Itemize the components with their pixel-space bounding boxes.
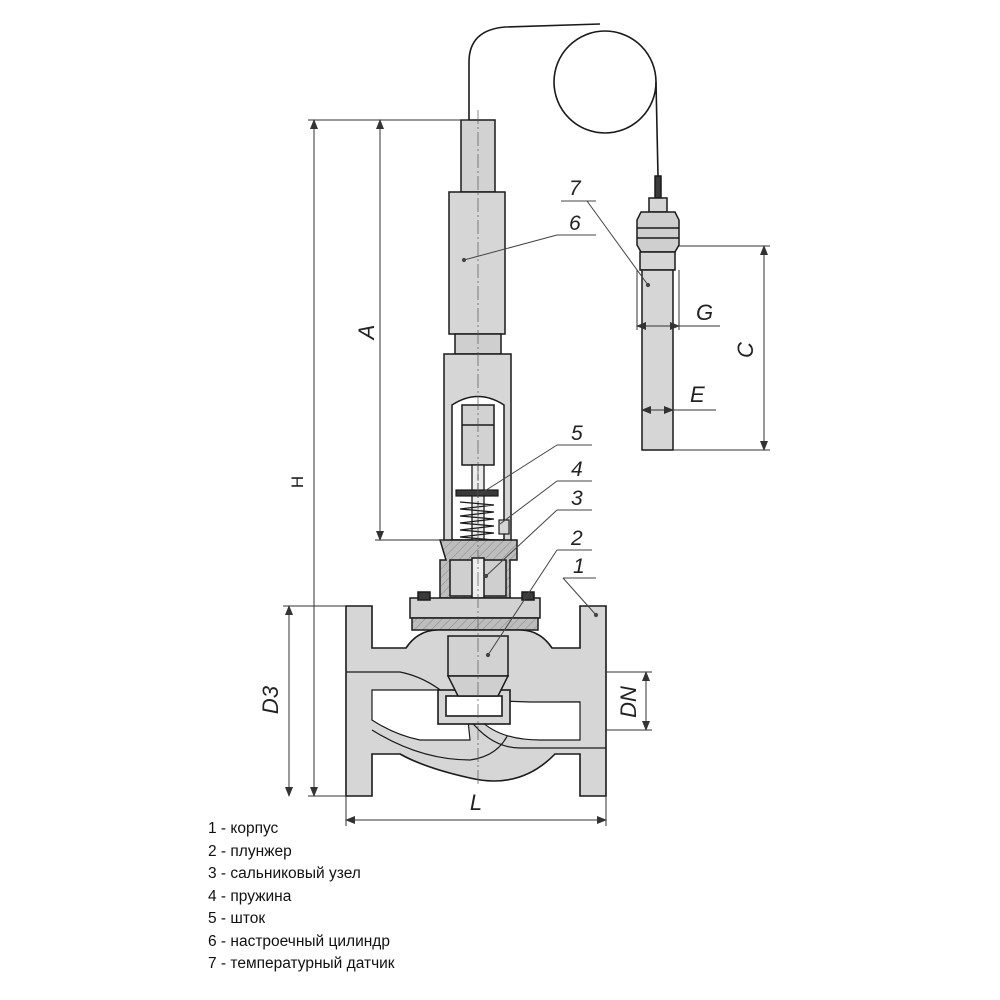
callout-4: 4 <box>571 458 583 481</box>
legend-item: 3 - сальниковый узел <box>208 865 361 882</box>
callout-3: 3 <box>571 487 583 510</box>
legend-item: 7 - температурный датчик <box>208 955 395 972</box>
callout-7: 7 <box>569 177 582 200</box>
dimension-lines <box>283 119 770 826</box>
temperature-sensor <box>636 175 680 451</box>
callout-1: 1 <box>573 555 585 578</box>
legend-item: 5 - шток <box>208 910 266 927</box>
legend-item: 2 - плунжер <box>208 842 292 860</box>
callout-2: 2 <box>570 527 583 550</box>
legend-item: 6 - настроечный цилиндр <box>208 932 390 950</box>
valve-body <box>345 605 607 797</box>
callout-6: 6 <box>569 212 581 235</box>
dim-label-e: E <box>690 382 705 407</box>
dim-label-c: C <box>733 342 758 358</box>
dim-label-h: H <box>288 476 307 488</box>
setting-cylinder <box>448 119 506 355</box>
legend-item: 1 - корпус <box>208 820 279 837</box>
parts-legend: 1 - корпус 2 - плунжер 3 - сальниковый у… <box>208 818 395 976</box>
dim-label-g: G <box>696 300 713 325</box>
dim-label-l: L <box>470 790 482 815</box>
gland-assembly <box>409 539 541 631</box>
dim-label-a: A <box>354 325 379 342</box>
dim-label-d3: D3 <box>258 685 283 714</box>
dim-label-dn: DN <box>616 686 641 718</box>
capillary-tube <box>468 23 659 177</box>
callout-5: 5 <box>571 422 583 445</box>
legend-item: 4 - пружина <box>208 887 292 905</box>
callout-leaders <box>461 200 651 658</box>
